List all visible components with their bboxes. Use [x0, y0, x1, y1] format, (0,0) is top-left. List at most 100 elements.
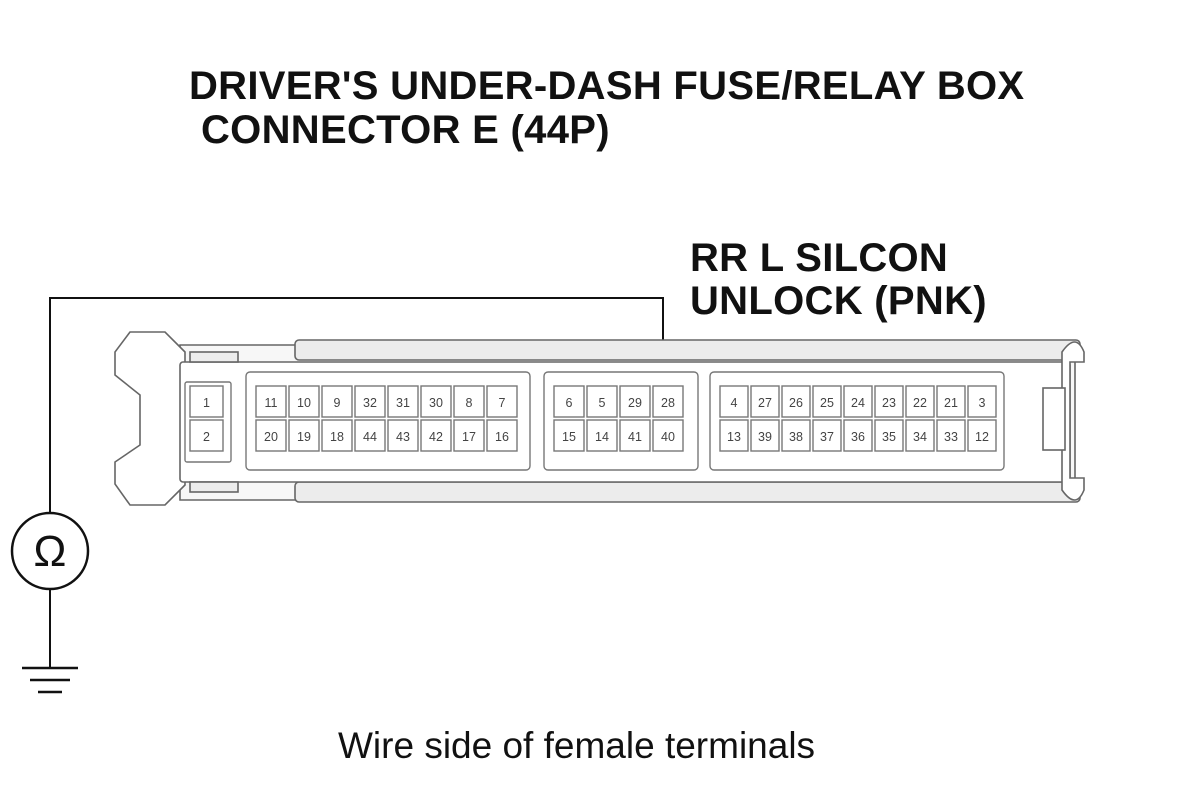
terminal-number: 37 [820, 430, 834, 444]
terminal-cavity [354, 385, 386, 418]
terminal-number: 18 [330, 430, 344, 444]
terminal-number: 44 [363, 430, 377, 444]
terminal-cavity [750, 385, 780, 418]
terminal-cavity [874, 419, 904, 452]
terminal-cavity [453, 419, 485, 452]
diagram-caption: Wire side of female terminals [338, 725, 816, 766]
terminal-cavity [586, 419, 618, 452]
terminal-number: 8 [466, 396, 473, 410]
terminal-cavity [288, 385, 320, 418]
terminal-number: 31 [396, 396, 410, 410]
terminal-group-c: 6 5 29 28 15 14 41 40 [543, 371, 699, 471]
terminal-number: 20 [264, 430, 278, 444]
terminal-cavity [189, 419, 224, 452]
terminal-number: 1 [203, 396, 210, 410]
terminal-cavity [719, 419, 749, 452]
terminal-number: 4 [731, 396, 738, 410]
terminal-cavity [321, 385, 353, 418]
terminal-number: 3 [979, 396, 986, 410]
terminal-cavity [967, 419, 997, 452]
terminal-cavity [936, 419, 966, 452]
terminal-number: 10 [297, 396, 311, 410]
terminal-cavity [750, 419, 780, 452]
ground-icon [22, 666, 78, 694]
terminal-cavity [812, 419, 842, 452]
ohmmeter-icon: Ω [10, 511, 90, 591]
terminal-cavity [905, 385, 935, 418]
terminal-number: 11 [265, 396, 278, 410]
terminal-cavity [255, 385, 287, 418]
terminal-number: 38 [789, 430, 803, 444]
terminal-number: 27 [758, 396, 772, 410]
terminal-cavity [486, 385, 518, 418]
terminal-number: 43 [396, 430, 410, 444]
terminal-cavity [719, 385, 749, 418]
terminal-cavity [619, 385, 651, 418]
terminal-cavity [781, 419, 811, 452]
terminal-cavity [781, 385, 811, 418]
terminal-number: 24 [851, 396, 865, 410]
terminal-number: 34 [913, 430, 927, 444]
terminal-number: 21 [944, 396, 958, 410]
terminal-cavity [905, 419, 935, 452]
terminal-number: 42 [429, 430, 443, 444]
terminal-number: 13 [727, 430, 741, 444]
terminal-number: 17 [462, 430, 476, 444]
terminal-number: 14 [595, 430, 609, 444]
terminal-cavity [652, 385, 684, 418]
terminal-cavity [619, 419, 651, 452]
terminal-cavity [387, 385, 419, 418]
diagram-title-line2: CONNECTOR E (44P) [201, 108, 610, 152]
terminal-number: 36 [851, 430, 865, 444]
terminal-number: 28 [661, 396, 675, 410]
terminal-number: 12 [975, 430, 989, 444]
terminal-cavity [486, 419, 518, 452]
terminal-number: 32 [363, 396, 377, 410]
terminal-cavity [812, 385, 842, 418]
terminal-number: 25 [820, 396, 834, 410]
terminal-number: 15 [562, 430, 576, 444]
terminal-cavity [255, 419, 287, 452]
terminal-cavity [453, 385, 485, 418]
terminal-number: 16 [495, 430, 509, 444]
terminal-cavity [874, 385, 904, 418]
callout-label-line2: UNLOCK (PNK) [690, 279, 987, 323]
terminal-cavity [553, 419, 585, 452]
ohm-symbol: Ω [34, 527, 67, 576]
terminal-number: 40 [661, 430, 675, 444]
callout-label-line1: RR L SILCON [690, 236, 949, 280]
terminal-cavity [843, 419, 873, 452]
terminal-cavity [420, 385, 452, 418]
terminal-group-a: 12 [184, 381, 232, 463]
terminal-number: 5 [599, 396, 606, 410]
terminal-cavity [586, 385, 618, 418]
terminal-cavity [387, 419, 419, 452]
terminal-cavity [936, 385, 966, 418]
terminal-number: 9 [334, 396, 341, 410]
terminal-cavity [354, 419, 386, 452]
terminal-group-b: 11 10 9 32 31 30 8 7 20 19 18 44 43 42 17 16 [245, 371, 531, 471]
terminal-number: 33 [944, 430, 958, 444]
terminal-number: 22 [913, 396, 927, 410]
terminal-group-d: 4 27 26 25 24 23 22 21 3 13 39 38 37 36 35 34 33 12 [709, 371, 1005, 471]
terminal-number: 35 [882, 430, 896, 444]
terminal-number: 30 [429, 396, 443, 410]
terminal-cavity [652, 419, 684, 452]
terminal-number: 6 [566, 396, 573, 410]
terminal-number: 7 [499, 396, 506, 410]
diagram-title-line1: DRIVER'S UNDER-DASH FUSE/RELAY BOX [189, 64, 1025, 108]
terminal-cavity [967, 385, 997, 418]
terminal-number: 23 [882, 396, 896, 410]
terminal-cavity [553, 385, 585, 418]
terminal-cavity [843, 385, 873, 418]
terminal-cavity [288, 419, 320, 452]
terminal-cavity [321, 419, 353, 452]
terminal-cavity [420, 419, 452, 452]
terminal-number: 19 [297, 430, 311, 444]
terminal-number: 29 [628, 396, 642, 410]
terminal-number: 41 [628, 430, 642, 444]
terminal-number: 26 [789, 396, 803, 410]
terminal-number: 2 [203, 430, 210, 444]
terminal-number: 39 [758, 430, 772, 444]
